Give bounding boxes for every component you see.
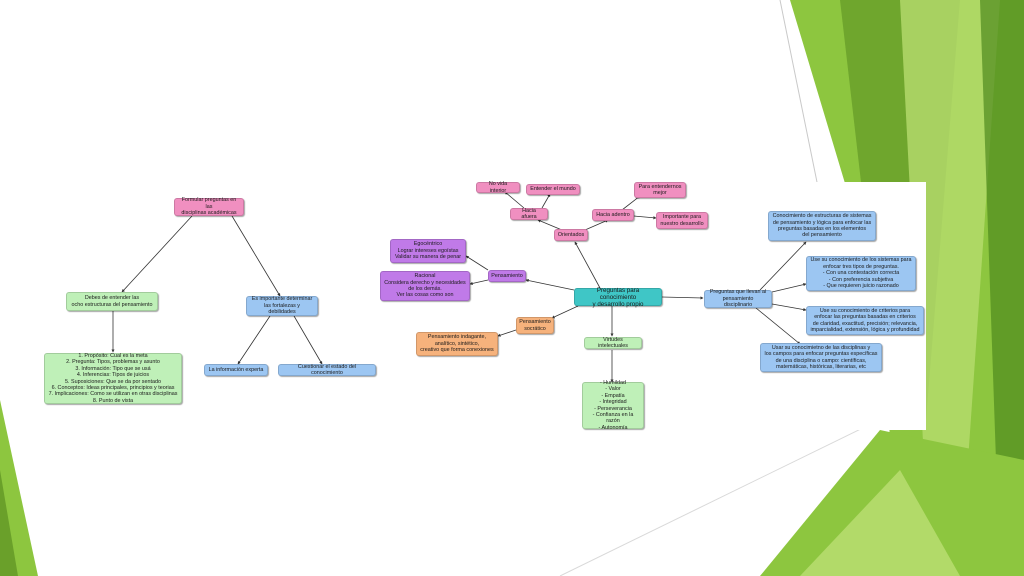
node-entender-mundo[interactable]: Entender el mundo <box>526 184 580 195</box>
node-lista-virtudes[interactable]: - Humildad - Valor - Empatía - Integrida… <box>582 380 644 431</box>
green-stripe <box>980 0 1024 576</box>
link <box>661 296 704 300</box>
node-hacia-adentro[interactable]: Hacia adentro <box>592 209 634 221</box>
link <box>293 315 323 365</box>
node-no-vida-interior[interactable]: No vida interior <box>476 181 520 194</box>
link <box>759 241 807 291</box>
node-racional[interactable]: Racional Considera derecho y necesidades… <box>380 271 470 301</box>
node-importante-desarrollo[interactable]: Importante para nuestro desarrollo <box>656 212 708 229</box>
link <box>537 219 563 231</box>
link <box>551 305 579 319</box>
green-stripe <box>900 0 1000 576</box>
link <box>497 329 517 337</box>
node-egocentrico[interactable]: Egocéntrico Lograr intereses egoístas Va… <box>390 239 466 263</box>
node-cuestionar-conocimiento[interactable]: Cuestionar el estado del conocimiento <box>278 364 376 376</box>
node-pensamiento-indagante[interactable]: Pensamiento indagante, analítico, sintét… <box>416 332 498 356</box>
green-stripe <box>800 470 960 576</box>
node-informacion-experta[interactable]: La información experta <box>204 364 268 376</box>
link <box>755 307 801 345</box>
link <box>237 315 271 365</box>
link <box>621 195 641 211</box>
node-entendernos-mejor[interactable]: Para entendernos mejor <box>634 182 686 198</box>
link <box>465 255 489 271</box>
link <box>231 215 281 297</box>
link <box>584 219 609 231</box>
node-pensamiento[interactable]: Pensamiento <box>488 270 526 282</box>
node-virtudes-intelectuales[interactable]: Virtudes intelectuales <box>584 337 642 349</box>
link <box>771 283 807 293</box>
link <box>541 193 551 209</box>
node-disciplinas-campos[interactable]: Usar su conocimietno de las disciplinas … <box>760 343 882 372</box>
node-criterios[interactable]: Use su conocimiento de criterios para en… <box>806 306 924 335</box>
node-lista-estructuras[interactable]: 1. Propósito: Cual es la meta 2. Pregunt… <box>44 353 182 404</box>
node-ocho-estructuras[interactable]: Debes de entender las ocho estructuras d… <box>66 292 158 311</box>
link <box>525 278 575 291</box>
link <box>574 241 601 289</box>
link <box>771 303 807 312</box>
node-central-preguntas[interactable]: Preguntas para conocimiento y desarrollo… <box>574 287 662 308</box>
node-orientados[interactable]: Orientados <box>554 229 588 241</box>
link <box>504 191 525 209</box>
node-fortalezas-debilidades[interactable]: Es importante determinar las fortalezas … <box>246 296 318 316</box>
node-sistemas-preguntas[interactable]: Use su conocimiento de los sistemas para… <box>806 256 916 291</box>
link <box>469 279 489 285</box>
node-pensamiento-disciplinario[interactable]: Preguntas que llevan al pensamiento disc… <box>704 289 772 308</box>
node-estructuras-sistemas[interactable]: Conocimiento de estructuras de sistemas … <box>768 211 876 241</box>
link <box>121 215 193 293</box>
node-pensamiento-socratico[interactable]: Pensamiento socrático <box>516 317 554 334</box>
node-formular-preguntas[interactable]: Formular preguntas en las disciplinas ac… <box>174 197 244 216</box>
node-hacia-afuera[interactable]: Hacia afuera <box>510 208 548 220</box>
green-stripe <box>0 470 18 576</box>
link <box>633 215 657 220</box>
